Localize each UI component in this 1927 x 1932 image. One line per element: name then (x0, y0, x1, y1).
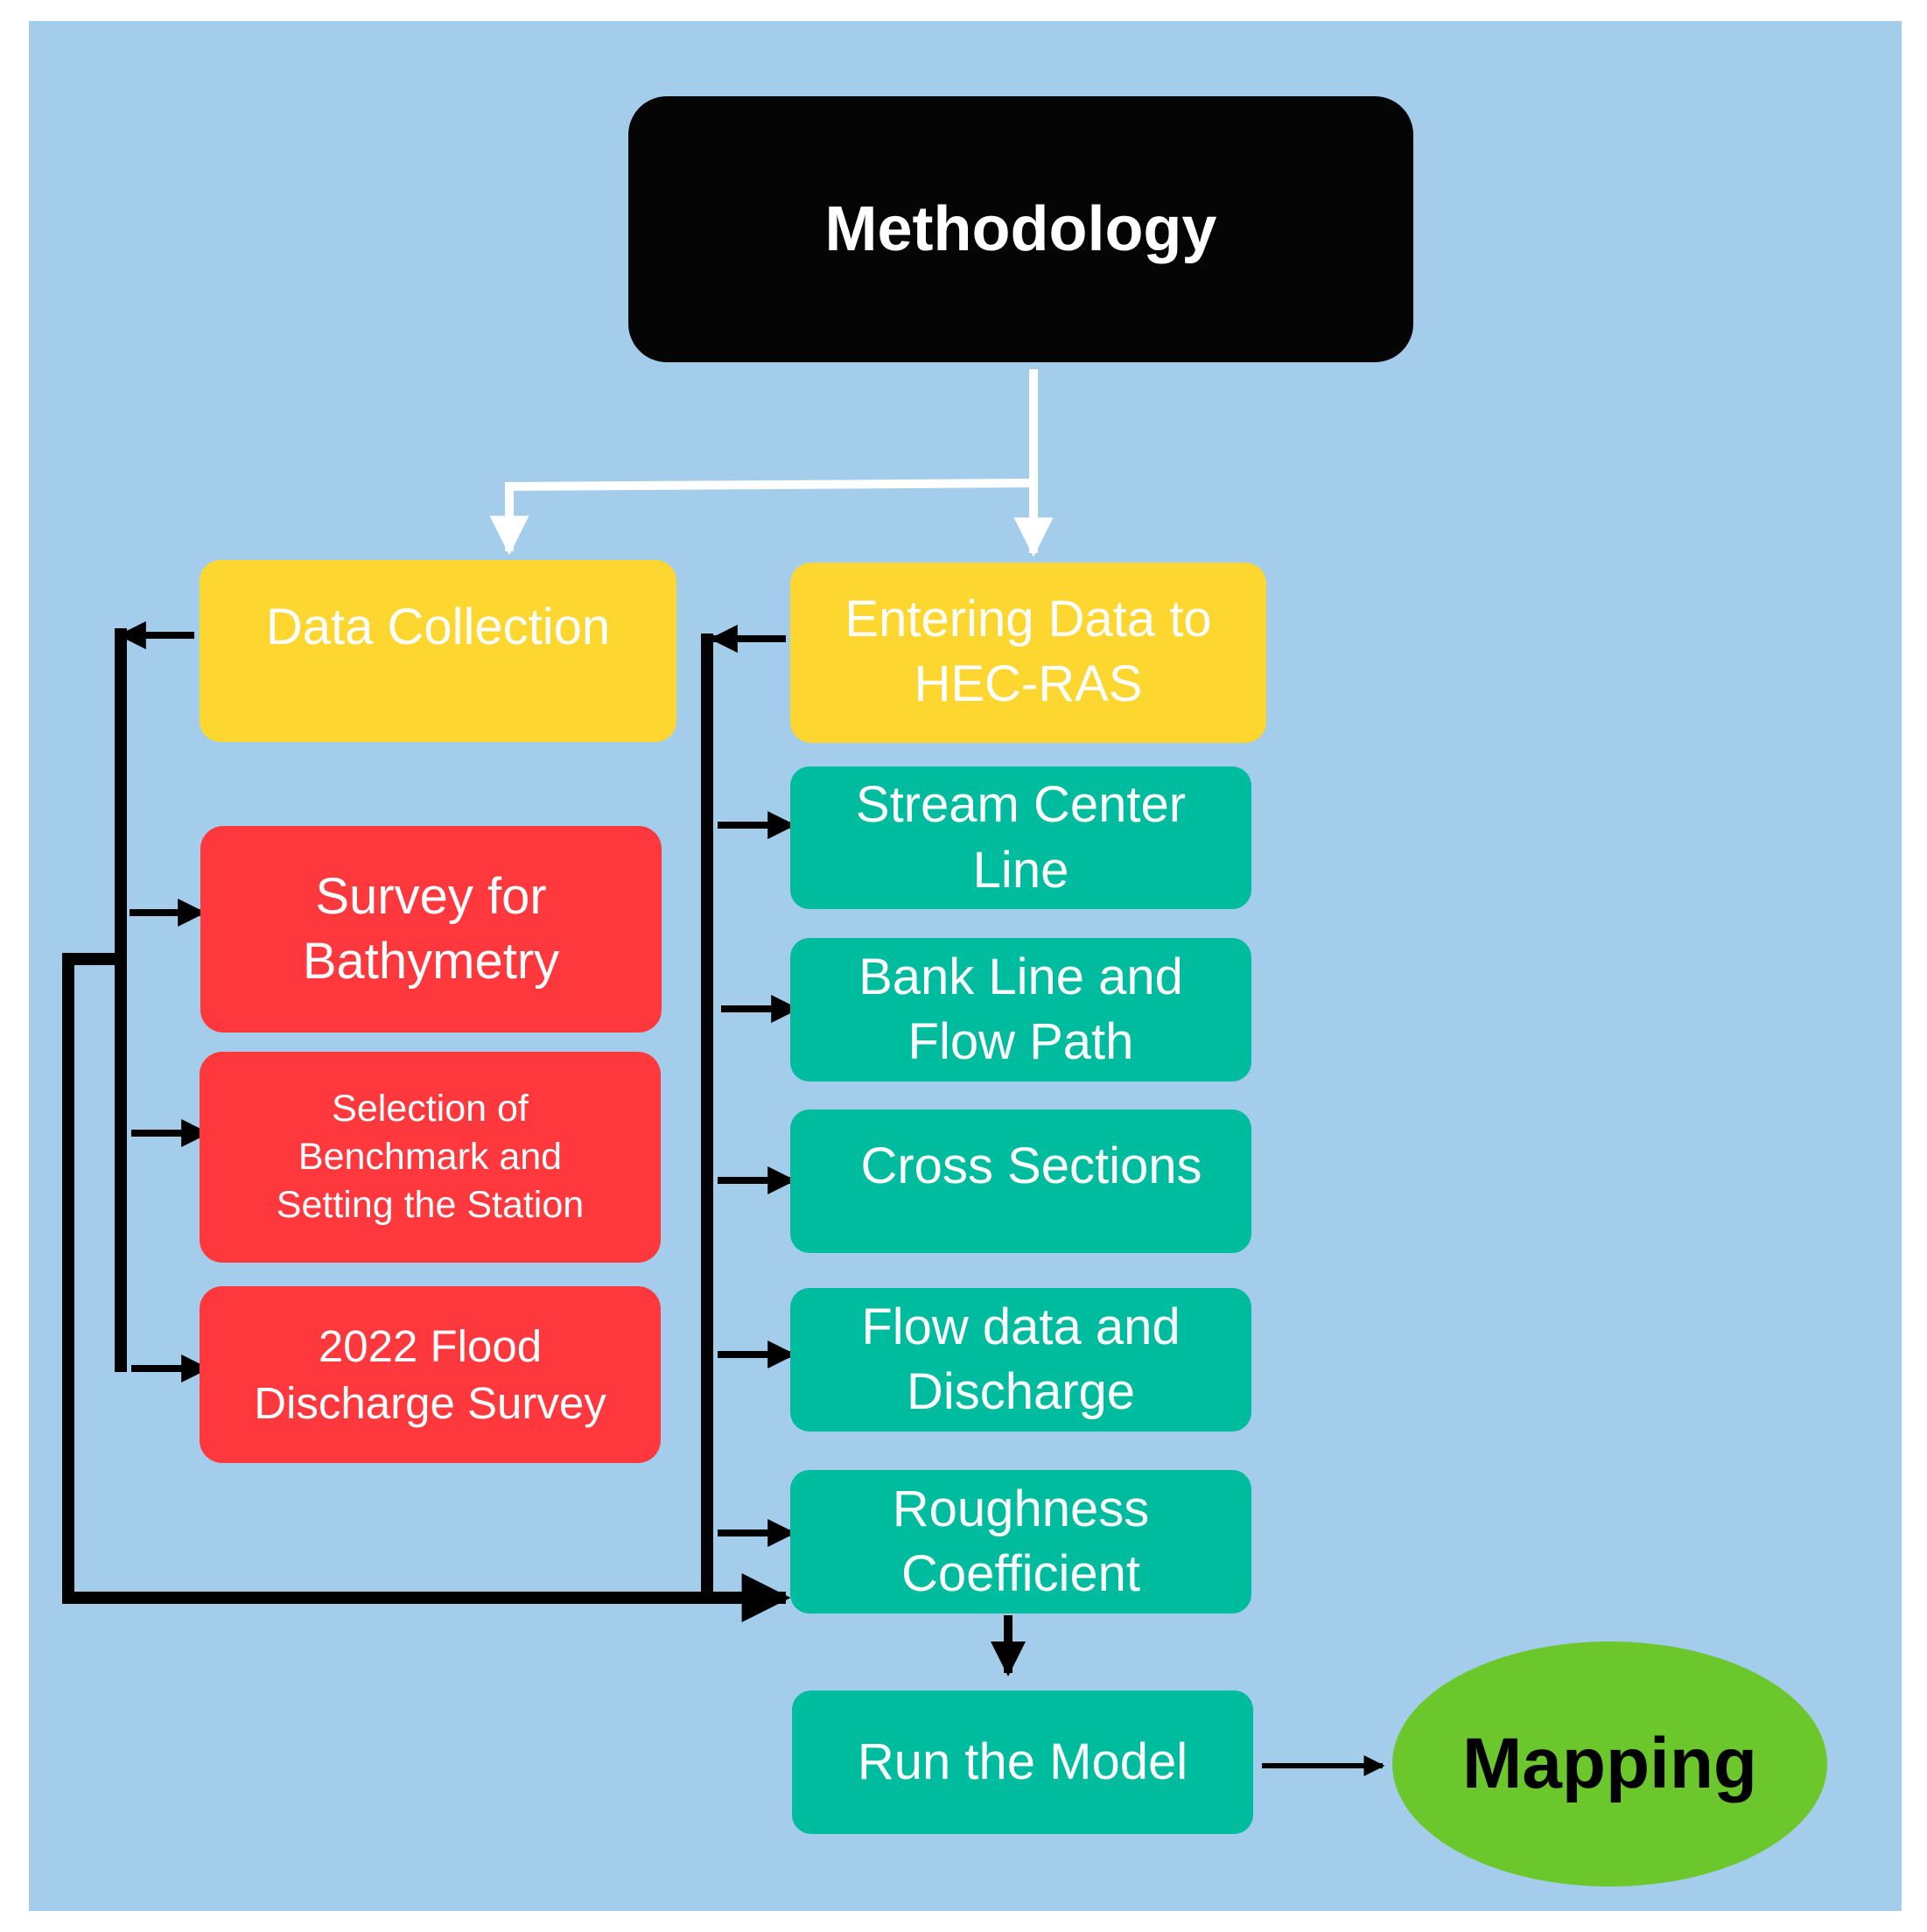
flood-discharge-label: 2022 Flood Discharge Survey (254, 1320, 606, 1428)
roughness-coefficient-box: Roughness Coefficient (790, 1470, 1251, 1614)
flow-data-label: Flow data and Discharge (861, 1298, 1181, 1420)
data-collection-box: Data Collection (200, 560, 676, 742)
flood-discharge-box: 2022 Flood Discharge Survey (200, 1286, 661, 1463)
survey-bathymetry-box: Survey for Bathymetry (200, 826, 662, 1032)
entering-data-box: Entering Data to HEC-RAS (790, 563, 1266, 743)
cross-sections-box: Cross Sections (790, 1110, 1251, 1253)
bank-line-box: Bank Line and Flow Path (790, 938, 1251, 1082)
benchmark-station-box: Selection of Benchmark and Setting the S… (200, 1052, 661, 1263)
cross-sections-label: Cross Sections (860, 1138, 1202, 1194)
stream-center-line-box: Stream Center Line (790, 766, 1251, 909)
run-model-box: Run the Model (792, 1690, 1253, 1834)
benchmark-station-label: Selection of Benchmark and Setting the S… (276, 1087, 585, 1227)
survey-bathymetry-label: Survey for Bathymetry (302, 867, 560, 990)
entering-data-label: Entering Data to HEC-RAS (844, 591, 1212, 713)
run-model-label: Run the Model (857, 1732, 1188, 1790)
data-collection-label: Data Collection (265, 598, 611, 655)
flow-data-box: Flow data and Discharge (790, 1288, 1251, 1432)
bank-line-label: Bank Line and Flow Path (858, 948, 1183, 1070)
mapping-ellipse: Mapping (1392, 1642, 1827, 1886)
methodology-title-box: Methodology (628, 96, 1413, 362)
stream-center-line-label: Stream Center Line (855, 776, 1187, 899)
methodology-title: Methodology (824, 193, 1217, 264)
roughness-coefficient-label: Roughness Coefficient (892, 1480, 1150, 1602)
mapping-label: Mapping (1461, 1724, 1758, 1803)
